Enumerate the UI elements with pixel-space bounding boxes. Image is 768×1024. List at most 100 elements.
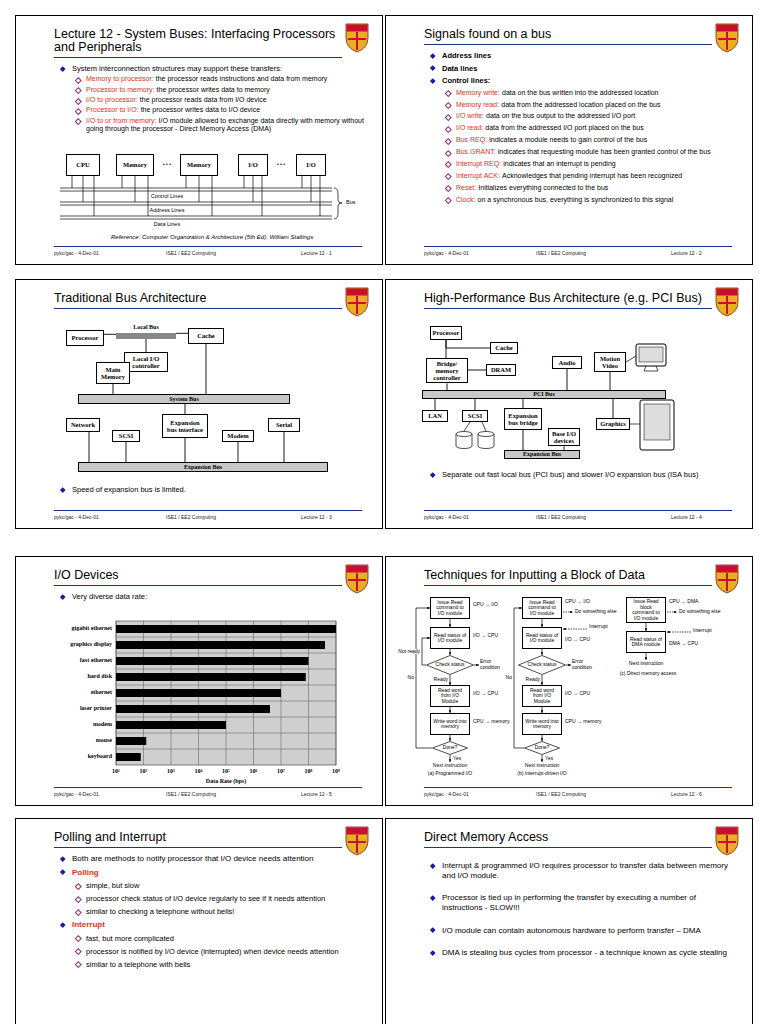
bullet-text: data on the bus written into the address… <box>502 89 658 96</box>
diagram-label: CPU → I/O <box>473 602 498 608</box>
diagram-label: CPU → memory <box>473 719 509 725</box>
diagram-label: CPU → DMA <box>669 599 698 605</box>
bullet-item: Address lines <box>424 51 736 60</box>
bullet-marker <box>75 935 81 941</box>
bullet-marker <box>445 114 451 120</box>
slide-title: I/O Devices <box>54 569 342 586</box>
box-label: CPU <box>76 161 89 168</box>
box-label: Memory <box>187 161 211 168</box>
bullet-item: Interrupt <box>54 920 366 930</box>
bullet-text: the processor reads instructions and dat… <box>156 75 328 82</box>
diagram-label: • • • <box>277 162 285 168</box>
rate-bar <box>116 705 270 713</box>
diagram-label: Data Rate (bps) <box>206 778 246 785</box>
slide-footer: Lecture 12 - 6 <box>671 792 702 798</box>
bus-wire <box>94 176 95 216</box>
bullet-text: Speed of expansion bus is limited. <box>72 485 186 494</box>
diagram-label: laser printer <box>80 705 112 712</box>
bullet-marker <box>60 869 65 874</box>
diagram-label: I/O → CPU <box>565 691 590 697</box>
bullet-text: the processor writes data to I/O device <box>141 106 260 113</box>
slide-title: High-Performance Bus Architecture (e.g. … <box>424 292 712 309</box>
box-label: PCI Bus <box>533 391 555 398</box>
bullet-marker <box>430 65 435 70</box>
box-label: Expansion Bus <box>523 451 561 458</box>
connector <box>567 369 568 390</box>
footer-rule <box>424 246 732 247</box>
highlight-term: Polling <box>72 868 99 877</box>
bus-line <box>60 191 332 192</box>
dashed-arrow <box>563 629 587 630</box>
highlight-term: I/O write: <box>456 112 484 119</box>
component-box: Bridge/ memory controller <box>426 358 468 383</box>
connector <box>113 384 114 394</box>
box-label: Main Memory <box>99 366 127 380</box>
lecture-slide: Lecture 12 - System Buses: Interfacing P… <box>15 15 383 265</box>
bus-brace <box>334 188 342 219</box>
disk-top <box>478 432 494 437</box>
bullet-item: similar to a telephone with bells <box>54 960 366 969</box>
diagram-label: 10⁸ <box>305 768 313 775</box>
diagram-label: 10¹ <box>112 768 120 775</box>
bullet-text: on a synchronous bus, everything is sync… <box>478 196 674 203</box>
component-box: Main Memory <box>96 362 130 384</box>
lecture-slide: High-Performance Bus Architecture (e.g. … <box>385 279 753 529</box>
connector <box>450 735 451 741</box>
crest-band <box>347 566 368 573</box>
diagram-label: Reference: Computer Organization & Archi… <box>111 234 313 241</box>
crest-band <box>347 828 368 835</box>
bullet-item: I/O read:data from the addressed I/O por… <box>424 124 736 132</box>
diagram-label: hard disk <box>87 673 112 680</box>
system-bus-figure <box>60 176 342 219</box>
connector <box>450 675 451 685</box>
diagram-label: keyboard <box>88 753 112 760</box>
connector <box>238 442 239 462</box>
box-label: Audio <box>559 359 576 366</box>
connector <box>523 399 524 408</box>
bullet-marker <box>75 118 81 124</box>
bullet-item: Control lines: <box>424 76 736 85</box>
bullet-marker <box>430 927 435 932</box>
bullet-marker <box>445 173 451 179</box>
highlight-term: Interrupt REQ: <box>456 160 501 167</box>
crest-shield <box>716 24 738 52</box>
box-label: Memory <box>123 161 147 168</box>
bullet-marker <box>60 922 65 927</box>
box-label: LAN <box>428 412 442 419</box>
crest-shield <box>346 565 368 593</box>
bus-wire <box>212 176 213 216</box>
bus-line <box>60 188 332 189</box>
crest-shield <box>346 827 368 855</box>
crest-cross <box>718 32 736 50</box>
diagram-label: ethernet <box>91 689 112 696</box>
component-box: Done? <box>524 741 560 755</box>
connector <box>126 442 127 462</box>
connector <box>446 340 447 358</box>
diagram-label: Next instruction <box>433 763 467 769</box>
bus-wire <box>148 176 149 216</box>
slide-footer: ISE1 / EE2 Computing <box>166 251 216 257</box>
component-box: System Bus <box>78 394 290 404</box>
diagram-label: Next instruction <box>629 661 663 667</box>
bullet-text: similar to checking a telephone without … <box>86 907 234 916</box>
connector <box>542 619 543 627</box>
connector <box>422 638 430 665</box>
crest-cross <box>348 32 366 50</box>
connector <box>613 399 614 418</box>
bullet-text: the processor writes data to memory <box>157 86 270 93</box>
college-crest <box>716 288 738 316</box>
rate-bar <box>116 753 141 761</box>
bullet-item: I/O write:data on the bus output to the … <box>424 112 736 120</box>
box-label: Read word from I/O Module <box>433 688 467 705</box>
highlight-term: Processor to memory: <box>86 86 154 93</box>
crest-band <box>717 566 738 573</box>
bus-line <box>60 205 332 206</box>
diamond-outline <box>519 656 566 675</box>
bullet-text: processor check status of I/O device reg… <box>86 894 325 903</box>
component-box: Issue Read command to I/O module <box>430 597 470 619</box>
bullet-marker <box>75 108 81 114</box>
connector <box>446 340 490 348</box>
component-box: PCI Bus <box>422 390 666 399</box>
bullet-marker <box>75 961 81 967</box>
